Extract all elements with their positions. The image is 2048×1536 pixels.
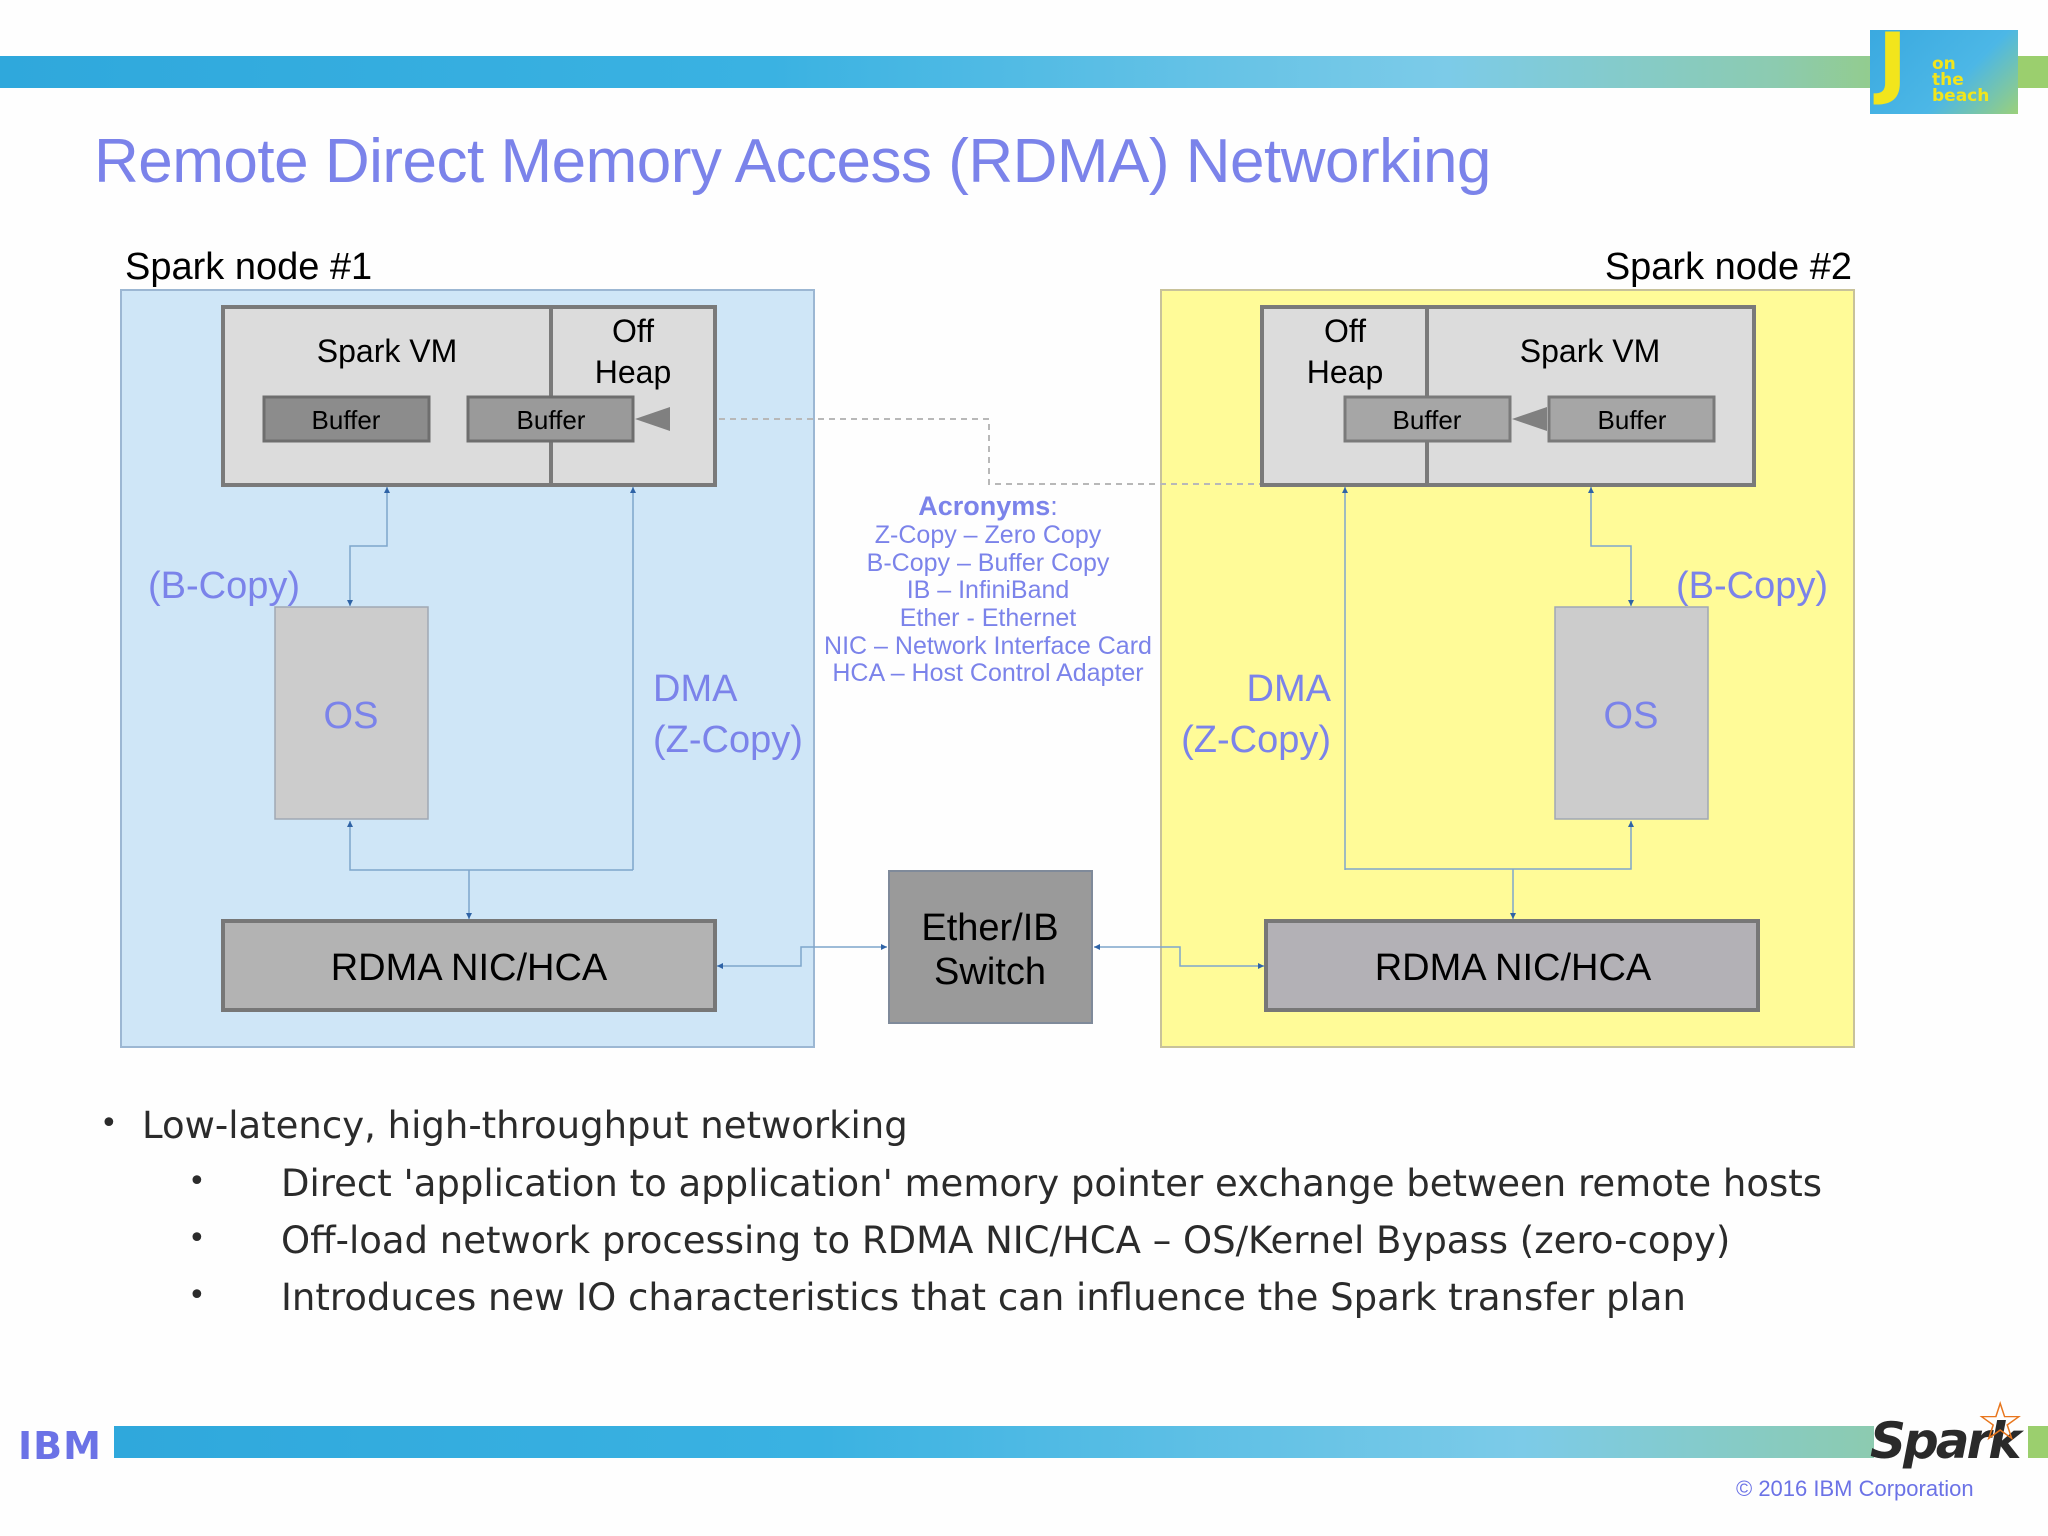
- acronym-item: IB – InfiniBand: [907, 576, 1070, 604]
- node2-vm-buffer-label: Buffer: [1598, 405, 1667, 435]
- node2-switch-link: [1094, 944, 1264, 969]
- node2-dma-label-line2: (Z-Copy): [1181, 719, 1331, 761]
- sub-bullet-text: Introduces new IO characteristics that c…: [281, 1276, 1686, 1319]
- node1-os-box: [274, 606, 429, 820]
- node2-offheap-buffer: [1343, 395, 1512, 443]
- spark-logo: Spark ☆: [1870, 1392, 2030, 1470]
- acronyms-legend: Acronyms: Z-Copy – Zero Copy B-Copy – Bu…: [824, 491, 1152, 687]
- event-logo-letter: J: [1878, 30, 1908, 108]
- bullet-glyph: •: [188, 1221, 206, 1256]
- node2-os-label: OS: [1604, 695, 1659, 737]
- acronym-item: HCA – Host Control Adapter: [832, 659, 1143, 687]
- remote-buffer-connector: [675, 418, 1262, 485]
- ibm-logo: IBM: [18, 1424, 102, 1468]
- node1-label: Spark node #1: [125, 246, 373, 288]
- node1-bcopy-vm-os-arrow: [347, 487, 390, 606]
- bullet-glyph: •: [188, 1278, 206, 1313]
- header-bar: [0, 56, 1930, 88]
- node2-spark-vm-label: Spark VM: [1520, 333, 1660, 369]
- spark-logo-wordmark: Spark: [1870, 1412, 2021, 1470]
- footer-bar: [114, 1426, 1874, 1458]
- node1-dma-label-line1: DMA: [653, 668, 738, 710]
- node1-switch-link: [717, 944, 887, 969]
- node2-bcopy-label: (B-Copy): [1676, 565, 1828, 607]
- switch-label-line1: Ether/IB: [921, 907, 1058, 949]
- node2-os-box: [1554, 606, 1709, 820]
- footer-bar-end: [2028, 1426, 2048, 1458]
- bullet-text: Low-latency, high-throughput networking: [142, 1104, 908, 1147]
- node1-offheap-label-line2: Heap: [595, 354, 672, 390]
- node1-spark-vm-label: Spark VM: [317, 333, 457, 369]
- bullet-glyph: •: [188, 1164, 206, 1199]
- event-logo-word: on: [1932, 54, 1956, 74]
- acronym-item: NIC – Network Interface Card: [824, 632, 1152, 660]
- node2-dma-label-line1: DMA: [1247, 668, 1332, 710]
- slide-title: Remote Direct Memory Access (RDMA) Netwo…: [94, 127, 1491, 196]
- node1-buffer-receive-arrow: [635, 407, 670, 431]
- node2-offheap-label-line2: Heap: [1307, 354, 1384, 390]
- node1-offheap-buffer-label: Buffer: [517, 405, 586, 435]
- node2-buffer-copy-arrow: [1512, 407, 1547, 431]
- copyright-text: © 2016 IBM Corporation: [1736, 1476, 1974, 1501]
- sub-bullet-text: Direct 'application to application' memo…: [281, 1162, 1823, 1205]
- node2-offheap-buffer-label: Buffer: [1393, 405, 1462, 435]
- switch-box: [888, 870, 1093, 1024]
- node1-vm-buffer: [262, 395, 431, 443]
- node1-vm-buffer-label: Buffer: [312, 405, 381, 435]
- acronym-item: Ether - Ethernet: [900, 604, 1077, 632]
- header-bar-end: [2016, 56, 2048, 88]
- event-logo-word: beach: [1932, 86, 1990, 106]
- node1-bcopy-label: (B-Copy): [148, 565, 300, 607]
- node2-label: Spark node #2: [1604, 246, 1852, 288]
- node1-os-label: OS: [324, 695, 379, 737]
- node2-offheap-label-line1: Off: [1324, 313, 1366, 349]
- node1-offheap-label-line1: Off: [612, 313, 654, 349]
- node1-offheap-buffer: [466, 395, 635, 443]
- node2-nic-label: RDMA NIC/HCA: [1375, 947, 1652, 989]
- node2-os-nic-link: [1345, 821, 1634, 870]
- node2-bcopy-vm-os-arrow: [1588, 487, 1634, 606]
- node2-nic-box: [1264, 919, 1760, 1012]
- node1-os-nic-link: [347, 821, 633, 871]
- acronym-item: B-Copy – Buffer Copy: [867, 549, 1110, 577]
- star-icon: ☆: [1976, 1392, 2025, 1452]
- event-logo-words: on the beach: [1932, 54, 1990, 106]
- event-logo: J on the beach: [1870, 30, 2018, 114]
- node1-nic-label: RDMA NIC/HCA: [331, 947, 608, 989]
- event-logo-word: the: [1932, 70, 1964, 90]
- bullet-glyph: •: [100, 1106, 118, 1141]
- switch-label-line2: Switch: [934, 951, 1046, 993]
- acronyms-heading: Acronyms:: [918, 491, 1058, 521]
- acronym-item: Z-Copy – Zero Copy: [875, 521, 1102, 549]
- node2-vm-buffer: [1547, 395, 1716, 443]
- sub-bullet-text: Off-load network processing to RDMA NIC/…: [281, 1219, 1731, 1262]
- node1-nic-box: [221, 919, 717, 1012]
- node1-dma-label-line2: (Z-Copy): [653, 719, 803, 761]
